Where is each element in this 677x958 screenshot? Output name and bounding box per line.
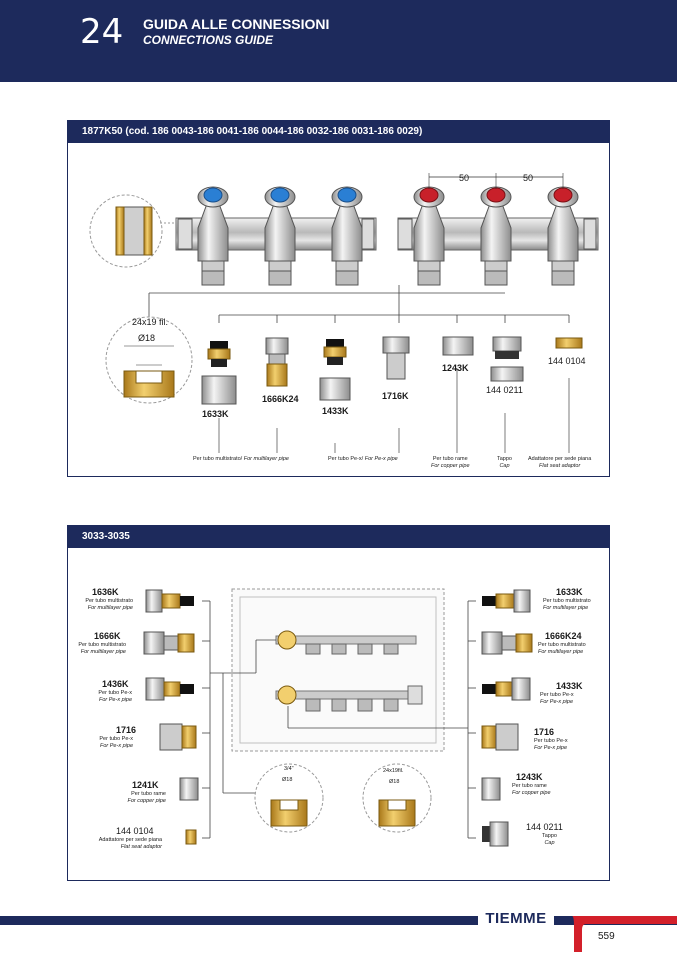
cap-1440211 [490, 336, 524, 382]
manifold-3033-3035-panel: 3033-3035 [67, 525, 610, 881]
left-code-1241k: 1241K [132, 780, 159, 790]
panel-title: 3033-3035 [68, 526, 609, 548]
code-1666k24: 1666K24 [262, 394, 299, 404]
right-code-1433k: 1433K [556, 681, 583, 691]
detail-diameter-label: Ø18 [138, 333, 156, 343]
code-1440211: 144 0211 [486, 385, 523, 395]
adaptor-1440104 [555, 337, 583, 349]
detail-right-thread: 24x19fil. [383, 768, 404, 774]
fitting-1716-right [481, 725, 497, 749]
tiemme-logo: TIEMME [478, 909, 554, 929]
caption-multilayer: Per tubo multistrato/ For multilayer pip… [193, 456, 289, 462]
dimension-a: 50 [459, 173, 470, 183]
footer-bar [0, 916, 677, 925]
cold-valve-3 [331, 186, 363, 286]
code-1633k: 1633K [202, 409, 229, 419]
manifold-3033-drawing [143, 588, 533, 847]
right-code-1633k: 1633K [556, 587, 583, 597]
valve-supply [277, 630, 297, 650]
detail-left-diameter: Ø18 [282, 777, 293, 783]
left-code-1666k: 1666K [94, 631, 121, 641]
footer-red-swoosh [572, 916, 677, 952]
code-1440104: 144 0104 [548, 356, 586, 366]
valve-return [277, 685, 297, 705]
right-code-1440211: 144 0211 [526, 822, 563, 832]
cold-valve-1 [197, 186, 229, 286]
fitting-1433k [482, 684, 496, 694]
right-code-1716: 1716 [534, 727, 555, 737]
fitting-1243k [481, 777, 501, 801]
page-header: 24 GUIDA ALLE CONNESSIONI CONNECTIONS GU… [0, 0, 677, 82]
chapter-title-italian: GUIDA ALLE CONNESSIONI [143, 16, 330, 32]
detail-thread-label: 24x19 fil. [132, 317, 169, 327]
fitting-1243k [442, 336, 474, 356]
right-code-1243k: 1243K [516, 772, 543, 782]
adaptor-1440104 [185, 829, 197, 845]
chapter-title-english: CONNECTIONS GUIDE [143, 33, 274, 47]
code-1243k: 1243K [442, 363, 469, 373]
hot-valve-2 [480, 186, 512, 286]
fitting-1666k24 [481, 631, 503, 655]
page-number: 559 [598, 931, 615, 942]
fitting-1666k [143, 631, 165, 655]
right-code-1666k24: 1666K24 [545, 631, 582, 641]
caption-pex: Per tubo Pe-x/ For Pe-x pipe [328, 456, 398, 462]
fitting-1716 [159, 723, 183, 751]
left-code-1436k: 1436K [102, 679, 129, 689]
detail-left-size: 3/4" [284, 766, 294, 772]
manifold-1877k50-panel: 1877K50 (cod. 186 0043-186 0041-186 0044… [67, 120, 610, 477]
manifold-1877k50-drawing [89, 173, 599, 453]
fitting-1241k [179, 777, 199, 801]
left-code-1716: 1716 [116, 725, 137, 735]
fitting-1636k [145, 589, 163, 613]
fitting-1633k [201, 341, 237, 405]
fitting-1436k [145, 677, 165, 701]
code-1716k: 1716K [382, 391, 409, 401]
cold-valve-2 [264, 186, 296, 286]
cabinet-box [231, 588, 445, 752]
hot-valve-1 [413, 186, 445, 286]
fitting-1633k [482, 596, 496, 606]
left-code-1440104: 144 0104 [116, 826, 154, 836]
fitting-1716k [382, 336, 410, 380]
hot-valve-3 [547, 186, 579, 286]
fitting-1666k24 [265, 337, 289, 387]
chapter-number: 24 [80, 12, 124, 52]
dimension-b: 50 [523, 173, 534, 183]
cap-1440211 [482, 826, 490, 842]
panel-title: 1877K50 (cod. 186 0043-186 0041-186 0044… [68, 121, 609, 143]
detail-right-diameter: Ø18 [389, 779, 400, 785]
left-code-1636k: 1636K [92, 587, 119, 597]
code-1433k: 1433K [322, 406, 349, 416]
fitting-1433k [319, 339, 351, 401]
